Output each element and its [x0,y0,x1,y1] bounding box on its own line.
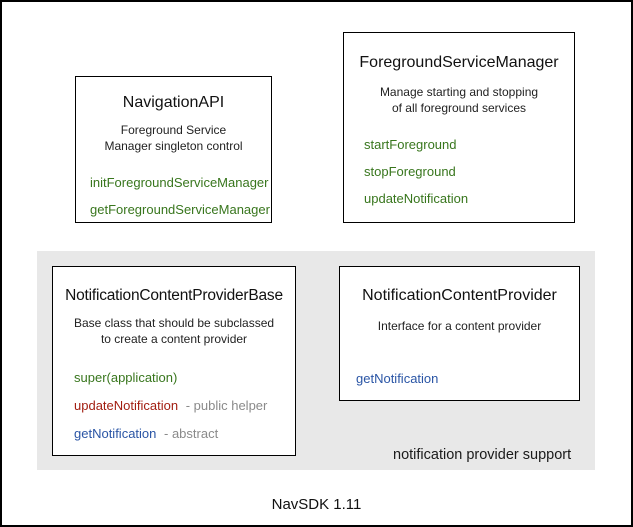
class-description: Foreground Service Manager singleton con… [76,122,271,154]
class-title-notification-content-provider-base: NotificationContentProviderBase [65,287,283,304]
method-name: stopForeground [364,164,456,179]
method-updatenotification: updateNotification [364,192,574,206]
method-name: startForeground [364,137,457,152]
class-box-notification-content-provider-base: NotificationContentProviderBase Base cla… [52,266,296,456]
group-label-notification-provider-support: notification provider support [393,447,572,463]
description-line: Base class that should be subclassed [73,316,275,330]
method-name: super(application) [74,370,178,385]
method-name: updateNotification [364,191,469,206]
method-initforegroundservicemanager: initForegroundServiceManager [90,176,271,190]
method-list: super(application) updateNotification - … [53,371,295,441]
class-title-navigation-api: NavigationAPI [122,94,225,111]
method-annotation: - public helper [185,398,268,413]
method-stopforeground: stopForeground [364,165,574,179]
method-name: getForegroundServiceManager [90,202,270,217]
class-title-notification-content-provider: NotificationContentProvider [362,287,557,304]
method-list: startForeground stopForeground updateNot… [344,138,574,206]
method-name: initForegroundServiceManager [90,175,269,190]
class-description: Base class that should be subclassed to … [53,315,295,347]
method-name: updateNotification [74,398,179,413]
class-box-foreground-service-manager: ForegroundServiceManager Manage starting… [343,32,575,223]
description-line: Manager singleton control [104,139,243,153]
method-name: getNotification [356,371,439,386]
class-box-navigation-api: NavigationAPI Foreground Service Manager… [75,76,272,223]
description-line: of all foreground services [391,101,527,115]
class-title-foreground-service-manager: ForegroundServiceManager [359,54,559,71]
description-line: Interface for a content provider [377,319,542,333]
class-description: Manage starting and stopping of all fore… [344,84,574,116]
diagram-caption-navsdk-version: NavSDK 1.11 [271,496,362,513]
method-name: getNotification [74,426,157,441]
method-list: getNotification [340,372,579,386]
method-getforegroundservicemanager: getForegroundServiceManager [90,203,271,217]
method-list: initForegroundServiceManager getForegrou… [76,176,271,217]
method-annotation: - abstract [164,426,219,441]
description-line: Manage starting and stopping [379,85,539,99]
class-box-notification-content-provider: NotificationContentProvider Interface fo… [339,266,580,401]
class-description: Interface for a content provider [340,318,579,334]
method-startforeground: startForeground [364,138,574,152]
method-updatenotification: updateNotification - public helper [74,399,295,413]
method-super-application: super(application) [74,371,295,385]
description-line: to create a content provider [100,332,248,346]
method-getnotification: getNotification - abstract [74,427,295,441]
description-line: Foreground Service [120,123,227,137]
method-getnotification: getNotification [356,372,579,386]
